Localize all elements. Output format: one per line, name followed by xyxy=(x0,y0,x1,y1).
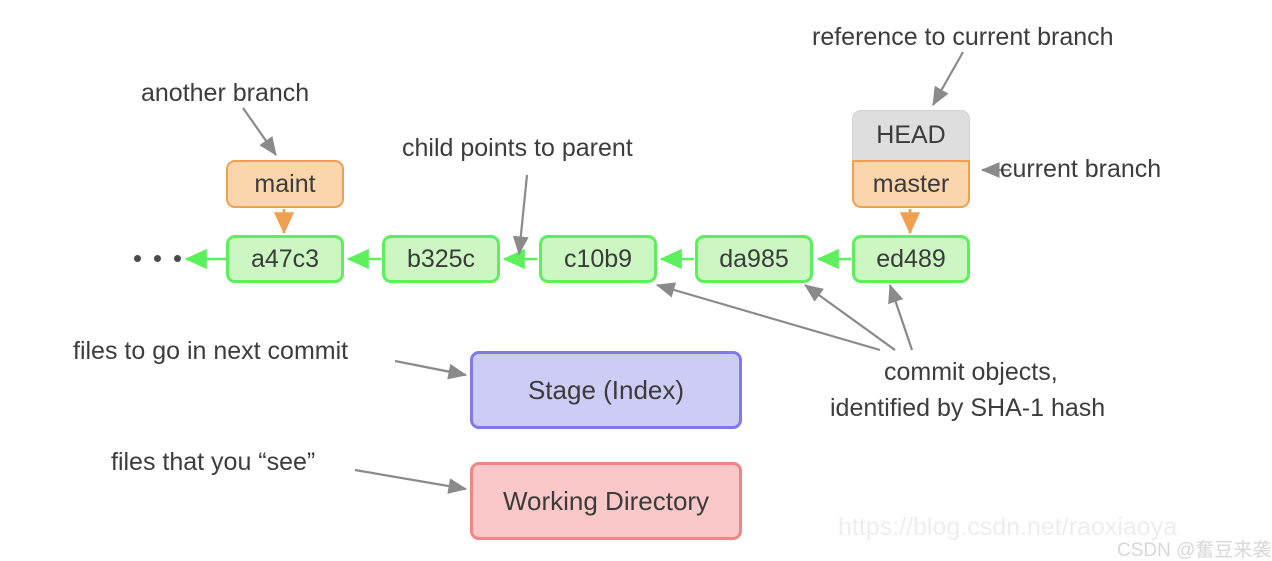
master-label: master xyxy=(872,169,950,198)
ellipsis-dot xyxy=(174,255,181,262)
annotation-files-next-commit: files to go in next commit xyxy=(73,337,349,365)
annotation-reference-to-current-branch: reference to current branch xyxy=(812,23,1114,51)
commit-label: c10b9 xyxy=(563,244,633,273)
ellipsis-dot xyxy=(134,255,141,262)
commit-node-b325c[interactable]: b325c xyxy=(382,235,500,283)
branch-ref-maint[interactable]: maint xyxy=(226,160,344,208)
annotation-another-branch: another branch xyxy=(141,79,310,107)
arrow-commit-objects-to-c10b9 xyxy=(655,282,881,352)
annotation-child-points-to-parent: child points to parent xyxy=(402,134,633,162)
commit-label: b325c xyxy=(406,244,476,273)
commit-label: a47c3 xyxy=(250,244,320,273)
head-label: HEAD xyxy=(876,121,946,149)
arrow-child-points-to-parent xyxy=(512,174,529,256)
annotation-files-you-see: files that you “see” xyxy=(111,448,316,476)
arrow-files-next-commit xyxy=(394,359,468,380)
commit-node-ed489[interactable]: ed489 xyxy=(852,235,970,283)
arrow-files-you-see xyxy=(354,468,468,494)
commit-node-c10b9[interactable]: c10b9 xyxy=(539,235,657,283)
stage-index-box[interactable]: Stage (Index) xyxy=(470,351,742,429)
annotation-current-branch: current branch xyxy=(1000,155,1162,183)
commit-label: da985 xyxy=(719,244,789,273)
arrow-commit-objects-to-ed489 xyxy=(888,283,914,351)
arrow-commit-objects-to-da985 xyxy=(804,284,896,351)
ellipsis-dot xyxy=(154,255,161,262)
ellipsis-more-commits xyxy=(134,255,181,262)
branch-ref-master[interactable]: master xyxy=(852,160,970,208)
watermark-csdn: CSDN @奮豆来袭 xyxy=(1117,540,1272,561)
stage-label: Stage (Index) xyxy=(527,374,685,405)
working-directory-box[interactable]: Working Directory xyxy=(470,462,742,540)
head-ref-box[interactable]: HEAD xyxy=(852,110,970,160)
annotation-commit-objects-line1: commit objects, xyxy=(884,358,1058,386)
branch-ref-label: maint xyxy=(254,169,316,198)
annotation-commit-objects-line2: identified by SHA-1 hash xyxy=(830,394,1106,422)
arrow-another-branch xyxy=(242,107,277,156)
commit-node-da985[interactable]: da985 xyxy=(695,235,813,283)
watermark-url: https://blog.csdn.net/raoxiaoya xyxy=(838,513,1178,541)
commit-label: ed489 xyxy=(876,244,946,273)
arrow-reference-to-current-branch xyxy=(932,51,964,106)
working-directory-label: Working Directory xyxy=(502,485,710,516)
commit-node-a47c3[interactable]: a47c3 xyxy=(226,235,344,283)
